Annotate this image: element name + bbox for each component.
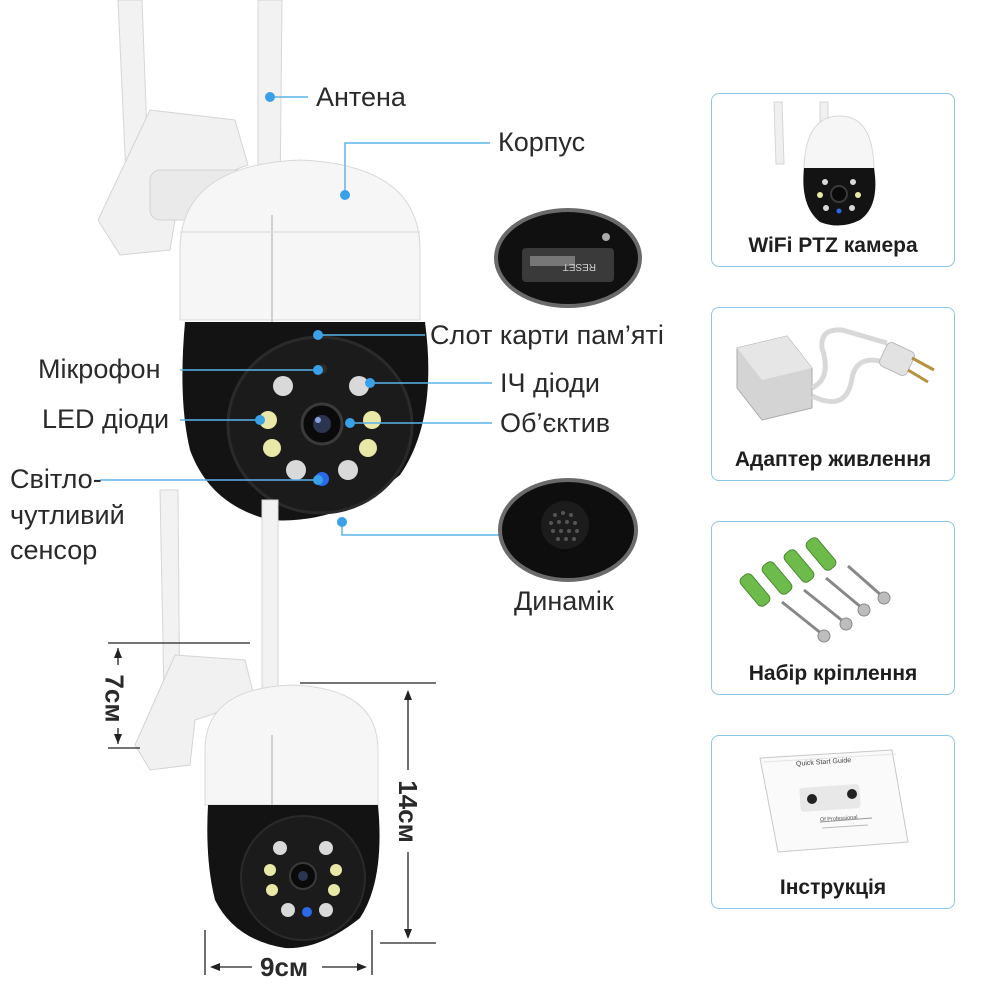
callout-lens: Об’єктив <box>500 408 611 438</box>
package-card-mounting: Набір кріплення <box>711 521 955 695</box>
callout-light-sensor: Світло- чутливий сенсор <box>10 464 125 566</box>
package-label-manual: Інструкція <box>779 876 887 899</box>
camera-icon <box>773 101 876 226</box>
callout-speaker: Динамік <box>514 586 614 616</box>
callout-antenna: Антена <box>316 82 406 112</box>
led-diode-icons <box>259 376 381 480</box>
dimension-depth: 7см <box>99 674 130 723</box>
callout-memory-slot: Слот карти пам’яті <box>430 320 664 350</box>
memory-slot-detail <box>494 208 642 308</box>
callout-led-diodes: LED діоди <box>42 404 170 434</box>
callout-ir-diodes: ІЧ діоди <box>500 368 601 398</box>
mounting-kit-icon <box>739 537 891 643</box>
dimension-width: 9см <box>260 952 309 982</box>
callout-microphone: Мікрофон <box>38 354 161 384</box>
package-label-adapter: Адаптер живлення <box>734 448 932 471</box>
callout-housing: Корпус <box>498 127 586 157</box>
power-adapter-icon <box>736 327 935 421</box>
reset-label: RESET <box>563 261 596 272</box>
speaker-detail <box>498 478 638 582</box>
package-label-camera: WiFi PTZ камера <box>748 234 918 257</box>
package-card-adapter: Адаптер живлення <box>711 307 955 481</box>
package-card-camera: WiFi PTZ камера <box>711 93 955 267</box>
package-label-mounting: Набір кріплення <box>748 662 918 685</box>
dimension-height: 14см <box>392 780 423 843</box>
package-card-manual: Quick Start Guide Of Professional Інстру… <box>711 735 955 909</box>
manual-icon <box>759 749 909 853</box>
